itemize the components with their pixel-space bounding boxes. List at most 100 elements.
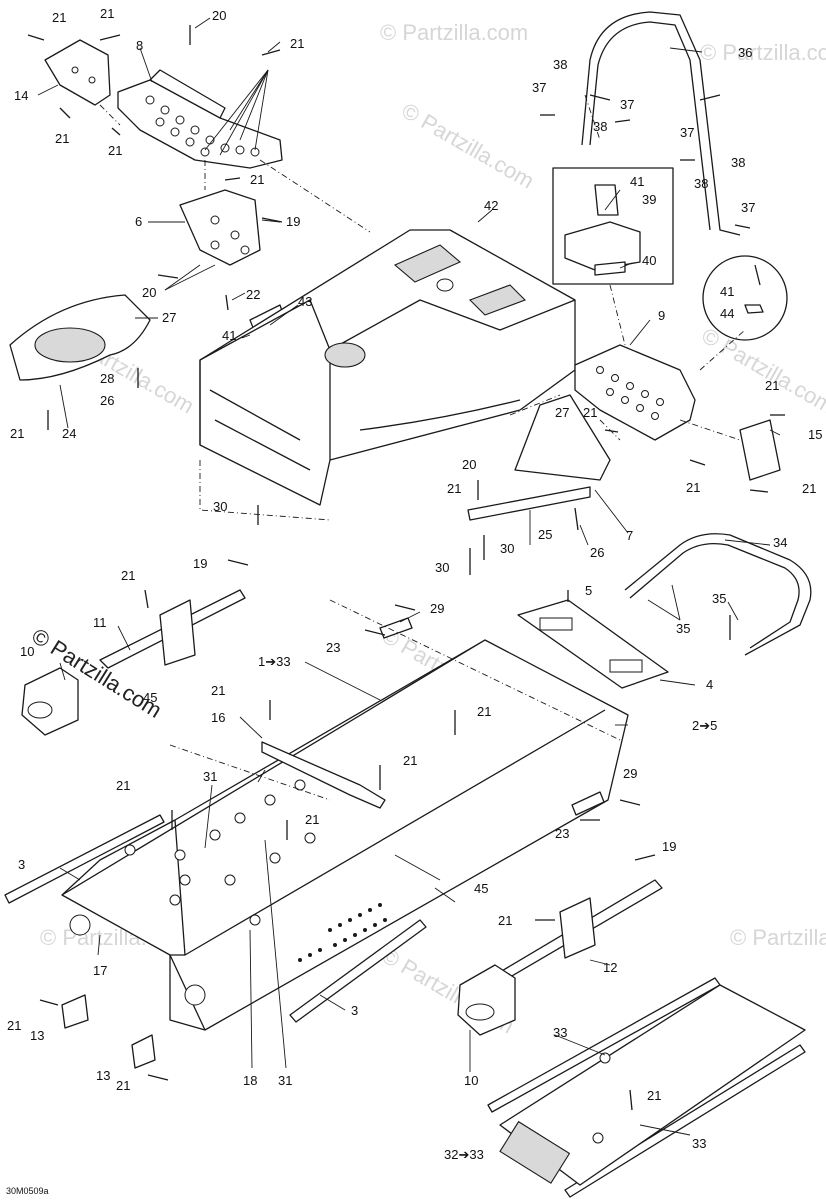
callout: 21 [290,36,304,51]
part-25-bar [467,486,591,521]
callout: 39 [642,192,656,207]
watermark: © Partzilla.com [398,98,539,194]
callout: 21 [116,1078,130,1093]
callout: 12 [603,960,617,975]
callout: 13 [96,1068,110,1083]
callout: 34 [773,535,787,550]
callout: 21 [583,405,597,420]
part-6-bracket [179,189,261,266]
callout: 19 [193,556,207,571]
part-13-bracket-a [61,994,89,1029]
callout: 8 [136,38,143,53]
part-3-rod-right [289,919,427,1023]
part-15-bracket [739,419,781,481]
callout-labels: 21 20 21 21 8 14 21 21 21 6 19 20 22 27 … [7,6,822,1162]
part-4-plate [517,599,669,689]
callout: 2➔5 [692,718,717,733]
callout: 38 [553,57,567,72]
callout: 29 [430,601,444,616]
callout: 41 [720,284,734,299]
callout: 37 [620,97,634,112]
callout: 30 [500,541,514,556]
callout: 20 [212,8,226,23]
leader-lines [37,17,781,1136]
callout: 6 [135,214,142,229]
part-14-bracket [44,39,111,106]
part-34-bumper [624,533,812,656]
callout: 21 [477,704,491,719]
callout: 4 [706,677,713,692]
callout: 37 [741,200,755,215]
callout: 21 [498,913,512,928]
watermark: © Partzilla.com [730,925,826,950]
callout: 21 [447,481,461,496]
callout: 9 [658,308,665,323]
part-29-clip-b [571,791,605,816]
callout: 21 [55,131,69,146]
callout: 45 [143,690,157,705]
callout: 21 [121,568,135,583]
callout: 27 [162,310,176,325]
callout: 28 [100,371,114,386]
part-9-footrest [574,344,696,441]
callout: 3 [351,1003,358,1018]
callout: 23 [555,826,569,841]
callout: 21 [765,378,779,393]
callout: 36 [738,45,752,60]
callout: 42 [484,198,498,213]
callout: 41 [222,328,236,343]
callout: 19 [286,214,300,229]
callout: 22 [246,287,260,302]
callout: 7 [626,528,633,543]
part-11-rail [99,589,246,669]
callout: 21 [52,10,66,25]
callout: 21 [686,480,700,495]
inset-box [552,167,674,285]
callout: 29 [623,766,637,781]
callout: 11 [93,615,107,630]
callout: 15 [808,427,822,442]
part-13-bracket-b [131,1034,156,1069]
callout: 26 [590,545,604,560]
part-36-steering-support [581,11,741,236]
tunnel [61,639,629,1031]
callout: 43 [298,294,312,309]
callout: 17 [93,963,107,978]
callout: 3 [18,857,25,872]
callout: 10 [464,1073,478,1088]
callout: 45 [474,881,488,896]
callout: 21 [116,778,130,793]
callout: 21 [10,426,24,441]
callout: 20 [142,285,156,300]
diagram-code: 30M0509a [6,1186,49,1196]
callout: 35 [676,621,690,636]
callout: 21 [108,143,122,158]
callout: 32➔33 [444,1147,484,1162]
part-3-rod-left [4,814,165,904]
assembly-lines [99,94,746,801]
part-32-plate [499,984,806,1186]
main-frame [199,229,576,521]
callout: 40 [642,253,656,268]
callout: 18 [243,1073,257,1088]
callout: 35 [712,591,726,606]
callout: 21 [211,683,225,698]
callout: 26 [100,393,114,408]
callout: 24 [62,426,76,441]
part-16-bracket [261,741,386,809]
callout: 41 [630,174,644,189]
inset-circle [702,255,788,341]
callout: 25 [538,527,552,542]
callout: 10 [20,644,34,659]
callout: 30 [435,560,449,575]
callout: 21 [647,1088,661,1103]
part-12-rail [494,879,663,984]
callout: 37 [532,80,546,95]
fasteners [27,25,785,1111]
callout: 37 [680,125,694,140]
part-10-bracket-lower [457,964,516,1036]
callout: 13 [30,1028,44,1043]
callout: 21 [403,753,417,768]
callout: 33 [692,1136,706,1151]
